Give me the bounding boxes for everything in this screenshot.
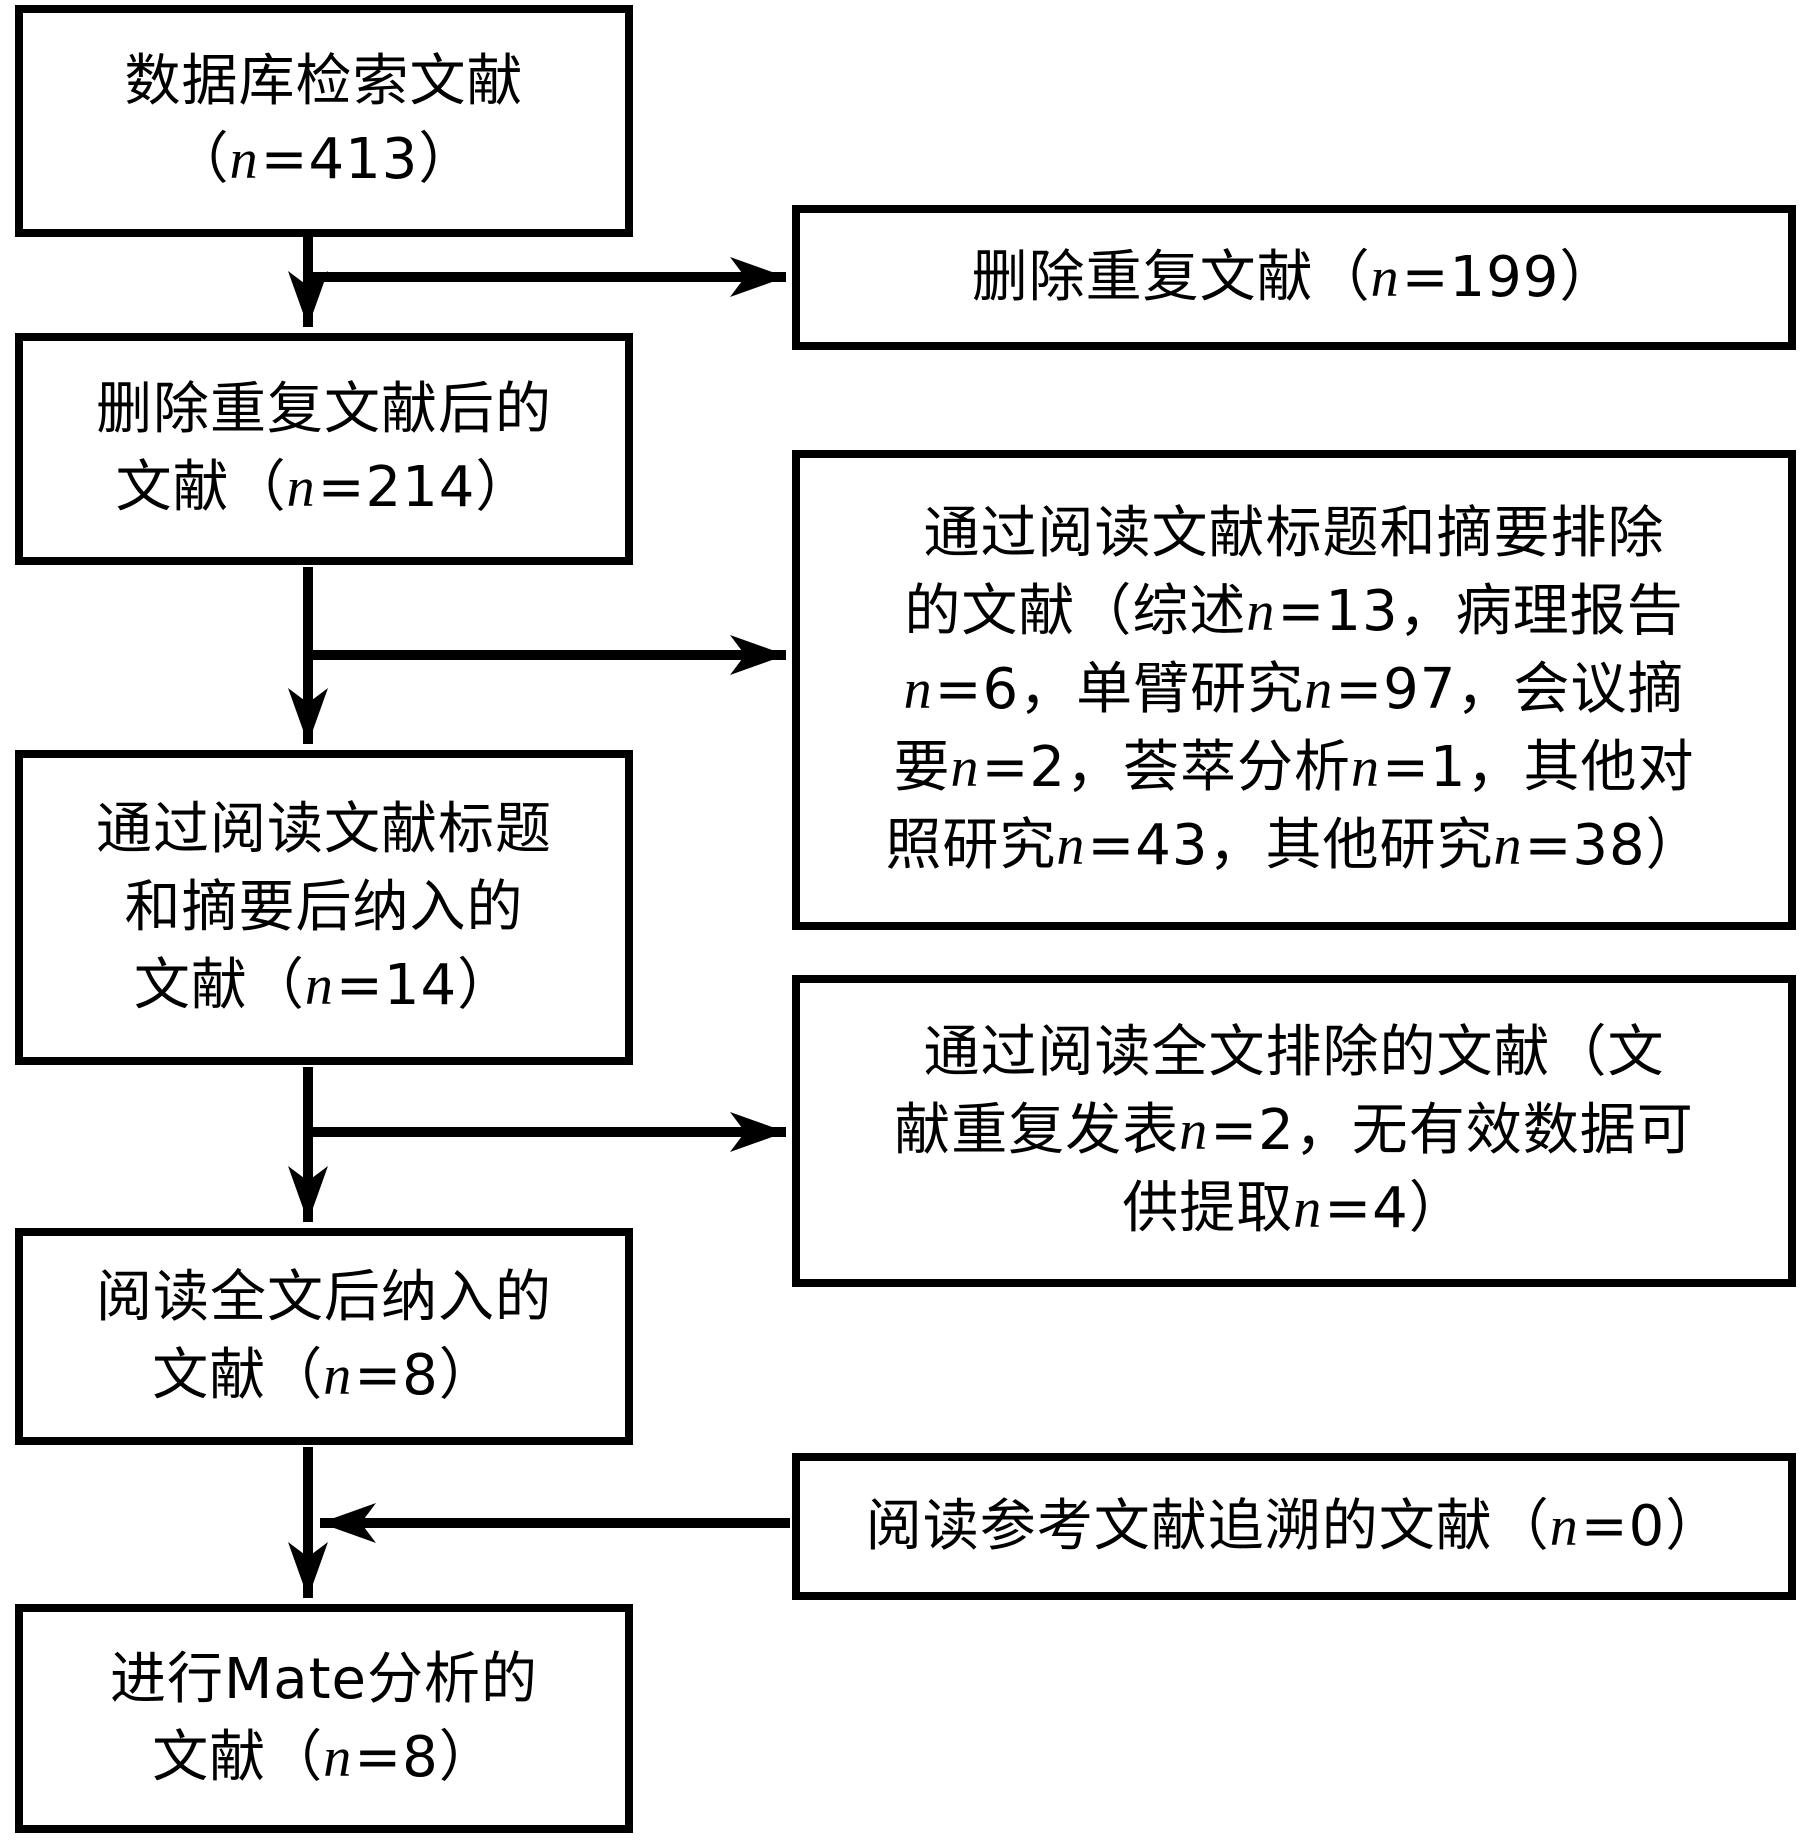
box-excluded-title-abstract: 通过阅读文献标题和摘要排除 的文献（综述n=13，病理报告 n=6，单臂研究n=… xyxy=(792,450,1796,930)
box-after-dedup-label: 删除重复文献后的 文献（n=214） xyxy=(96,377,552,520)
box-database-search-label: 数据库检索文献 （n=413） xyxy=(124,49,524,192)
box-included-after-fulltext: 阅读全文后纳入的 文献（n=8） xyxy=(15,1228,633,1445)
box-database-search: 数据库检索文献 （n=413） xyxy=(15,5,633,237)
box-duplicates-removed-label: 删除重复文献（n=199） xyxy=(971,244,1617,310)
box-reference-tracing-label: 阅读参考文献追溯的文献（n=0） xyxy=(865,1493,1723,1559)
box-excluded-fulltext-label: 通过阅读全文排除的文献（文 献重复发表n=2，无有效数据可 供提取n=4） xyxy=(894,1020,1694,1241)
box-excluded-title-abstract-label: 通过阅读文献标题和摘要排除 的文献（综述n=13，病理报告 n=6，单臂研究n=… xyxy=(885,501,1703,878)
box-included-after-title-abstract: 通过阅读文献标题 和摘要后纳入的 文献（n=14） xyxy=(15,750,633,1065)
box-duplicates-removed: 删除重复文献（n=199） xyxy=(792,205,1796,350)
box-after-dedup: 删除重复文献后的 文献（n=214） xyxy=(15,333,633,565)
box-included-after-fulltext-label: 阅读全文后纳入的 文献（n=8） xyxy=(96,1264,552,1408)
box-included-after-title-abstract-label: 通过阅读文献标题 和摘要后纳入的 文献（n=14） xyxy=(96,796,552,1018)
box-meta-analysis-label: 进行Mate分析的 文献（n=8） xyxy=(109,1646,539,1790)
box-reference-tracing: 阅读参考文献追溯的文献（n=0） xyxy=(792,1453,1796,1600)
box-excluded-fulltext: 通过阅读全文排除的文献（文 献重复发表n=2，无有效数据可 供提取n=4） xyxy=(792,975,1796,1287)
box-meta-analysis: 进行Mate分析的 文献（n=8） xyxy=(15,1604,633,1833)
